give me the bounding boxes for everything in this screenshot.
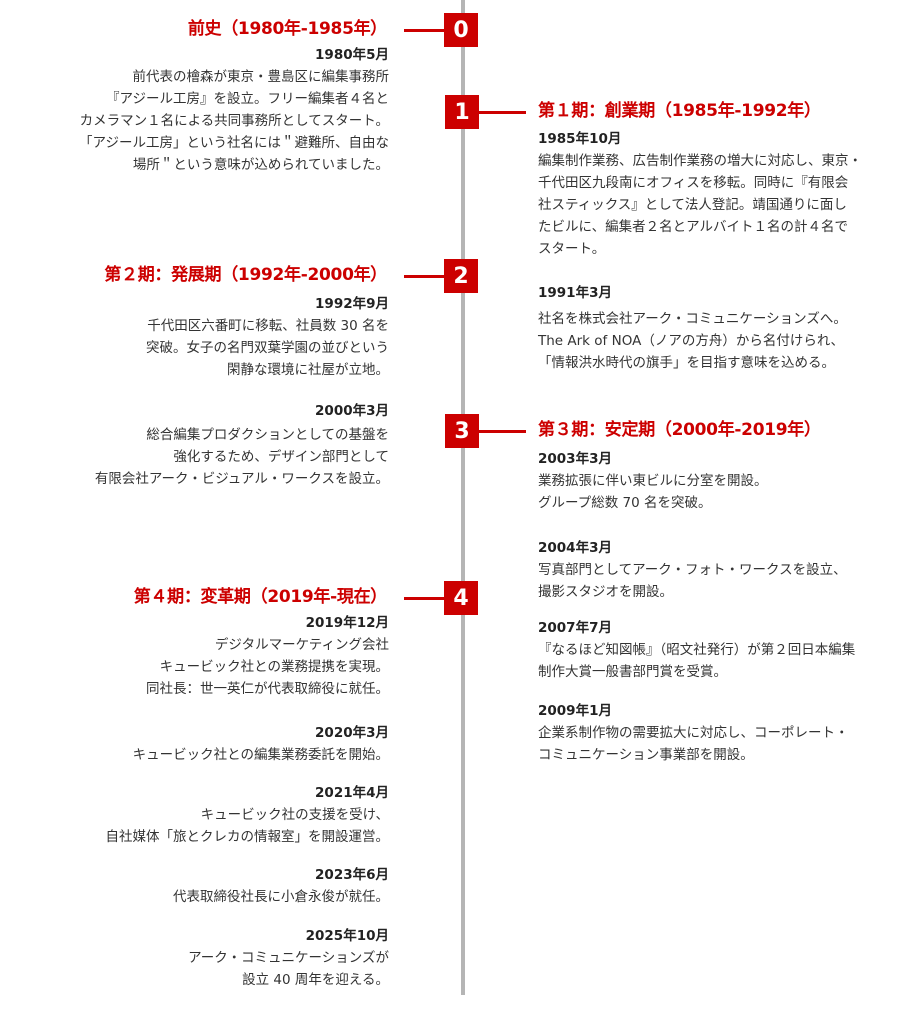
event-1992: 1992年9月 千代田区六番町に移転、社員数 30 名を 突破。女子の名門双葉学…	[146, 293, 389, 381]
period-1-connector	[479, 111, 526, 114]
event-text-line: デジタルマーケティング会社	[214, 637, 389, 653]
period-2-badge: 2	[444, 259, 478, 293]
event-text-line: 社スティックス』として法人登記。靖国通りに面し	[538, 197, 847, 213]
event-text-line: 設立 40 周年を迎える。	[242, 972, 389, 988]
event-text-line: 写真部門としてアーク・フォト・ワークスを設立、	[538, 562, 847, 578]
event-text-line: 「アジール工房」という社名には＂避難所、自由な	[79, 135, 389, 151]
period-0-title: 前史（1980年-1985年）	[187, 19, 387, 39]
period-3-badge: 3	[445, 414, 479, 448]
event-date: 2021年4月	[315, 785, 389, 801]
event-1985: 1985年10月 編集制作業務、広告制作業務の増大に対応し、東京・ 千代田区九段…	[538, 128, 862, 260]
event-2025: 2025年10月 アーク・コミュニケーションズが 設立 40 周年を迎える。	[188, 925, 389, 991]
event-1991: 1991年3月 社名を株式会社アーク・コミュニケーションズへ。 The Ark …	[538, 282, 847, 374]
event-text-line: 突破。女子の名門双葉学園の並びという	[146, 340, 389, 356]
event-2023: 2023年6月 代表取締役社長に小倉永俊が就任。	[173, 864, 389, 908]
period-2-connector	[404, 275, 444, 278]
period-2-title: 第２期：発展期（1992年-2000年）	[104, 265, 387, 285]
event-text-line: 代表取締役社長に小倉永俊が就任。	[173, 889, 389, 905]
event-text-line: 場所＂という意味が込められていました。	[132, 157, 389, 173]
period-3-title: 第３期：安定期（2000年-2019年）	[538, 420, 821, 440]
event-text-line: 社名を株式会社アーク・コミュニケーションズへ。	[538, 311, 847, 327]
event-text-line: 『アジール工房』を設立。フリー編集者４名と	[106, 91, 389, 107]
event-text-line: キュービック社の支援を受け、	[200, 807, 389, 823]
event-text-line: 総合編集プロダクションとしての基盤を	[146, 427, 389, 443]
event-text-line: スタート。	[538, 241, 606, 257]
event-text-line: 『なるほど知図帳』（昭文社発行）が第２回日本編集	[538, 642, 856, 658]
event-text-line: 業務拡張に伴い東ビルに分室を開設。	[538, 473, 768, 489]
period-4-badge: 4	[444, 581, 478, 615]
event-text-line: 同社長：世一英仁が代表取締役に就任。	[146, 681, 389, 697]
period-1-title: 第１期：創業期（1985年-1992年）	[538, 101, 821, 121]
event-2004: 2004年3月 写真部門としてアーク・フォト・ワークスを設立、 撮影スタジオを開…	[538, 537, 847, 603]
event-text-line: 自社媒体「旅とクレカの情報室」を開設運営。	[105, 829, 390, 845]
event-text-line: 企業系制作物の需要拡大に対応し、コーポレート・	[538, 725, 849, 741]
event-text-line: The Ark of NOA（ノアの方舟）から名付けられ、	[538, 333, 844, 349]
event-2007: 2007年7月 『なるほど知図帳』（昭文社発行）が第２回日本編集 制作大賞一般書…	[538, 617, 855, 683]
event-text-line: グループ総数 70 名を突破。	[538, 495, 712, 511]
event-date: 2019年12月	[305, 615, 389, 631]
event-text-line: 千代田区九段南にオフィスを移転。同時に『有限会	[538, 175, 849, 191]
event-text-line: 強化するため、デザイン部門として	[173, 449, 389, 465]
event-date: 2020年3月	[315, 725, 389, 741]
event-date: 1985年10月	[538, 131, 622, 147]
event-text-line: 閑静な環境に社屋が立地。	[227, 362, 389, 378]
timeline-axis	[461, 0, 465, 995]
event-text-line: キュービック社との編集業務委託を開始。	[132, 747, 389, 763]
event-1980: 1980年5月 前代表の檜森が東京・豊島区に編集事務所 『アジール工房』を設立。…	[79, 44, 389, 176]
event-date: 1992年9月	[315, 296, 389, 312]
event-text-line: 編集制作業務、広告制作業務の増大に対応し、東京・	[538, 153, 862, 169]
event-date: 2009年1月	[538, 703, 612, 719]
period-1-badge: 1	[445, 95, 479, 129]
event-text-line: 前代表の檜森が東京・豊島区に編集事務所	[132, 69, 390, 85]
event-text-line: 有限会社アーク・ビジュアル・ワークスを設立。	[94, 471, 389, 487]
event-date: 1991年3月	[538, 285, 612, 301]
event-text-line: コミュニケーション事業部を開設。	[538, 747, 754, 763]
event-text-line: たビルに、編集者２名とアルバイト１名の計４名で	[538, 219, 848, 235]
event-text-line: 制作大賞一般書部門賞を受賞。	[538, 664, 727, 680]
event-date: 2000年3月	[315, 403, 389, 419]
event-date: 1980年5月	[315, 47, 389, 63]
period-4-connector	[404, 597, 444, 600]
event-2000: 2000年3月 総合編集プロダクションとしての基盤を 強化するため、デザイン部門…	[95, 400, 389, 490]
period-3-connector	[479, 430, 526, 433]
event-text-line: 千代田区六番町に移転、社員数 30 名を	[147, 318, 389, 334]
event-date: 2023年6月	[315, 867, 389, 883]
event-text-line: キュービック社との業務提携を実現。	[159, 659, 389, 675]
event-text-line: カメラマン１名による共同事務所としてスタート。	[79, 113, 389, 129]
event-2019: 2019年12月 デジタルマーケティング会社 キュービック社との業務提携を実現。…	[146, 612, 389, 700]
event-date: 2007年7月	[538, 620, 612, 636]
event-2003: 2003年3月 業務拡張に伴い東ビルに分室を開設。 グループ総数 70 名を突破…	[538, 448, 768, 514]
event-text-line: アーク・コミュニケーションズが	[188, 950, 389, 966]
event-2020: 2020年3月 キュービック社との編集業務委託を開始。	[133, 722, 389, 766]
period-4-title: 第４期：変革期（2019年-現在）	[133, 587, 388, 607]
event-date: 2025年10月	[305, 928, 389, 944]
event-2021: 2021年4月 キュービック社の支援を受け、 自社媒体「旅とクレカの情報室」を開…	[106, 782, 390, 848]
event-2009: 2009年1月 企業系制作物の需要拡大に対応し、コーポレート・ コミュニケーショ…	[538, 700, 849, 766]
event-date: 2004年3月	[538, 540, 612, 556]
event-text-line: 撮影スタジオを開設。	[538, 584, 673, 600]
period-0-connector	[404, 29, 444, 32]
event-text-line: 「情報洪水時代の旗手」を目指す意味を込める。	[538, 355, 835, 371]
event-date: 2003年3月	[538, 451, 612, 467]
period-0-badge: 0	[444, 13, 478, 47]
